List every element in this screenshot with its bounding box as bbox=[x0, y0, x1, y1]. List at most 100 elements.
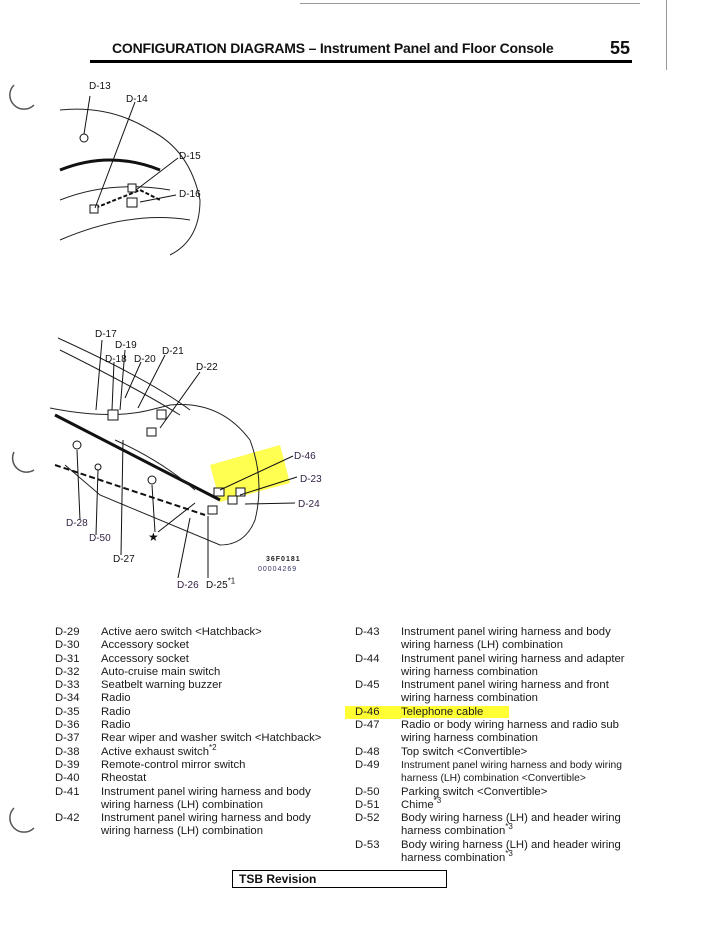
label-d25: D-25*1 bbox=[206, 576, 236, 591]
legend-code: D-31 bbox=[55, 652, 80, 665]
legend-text: Body wiring harness (LH) and header wiri… bbox=[401, 838, 621, 865]
legend-text: Remote-control mirror switch bbox=[101, 758, 246, 771]
header-rule bbox=[90, 60, 632, 63]
legend-item: D-48 Top switch <Convertible> bbox=[355, 746, 627, 759]
legend-code: D-48 bbox=[355, 745, 380, 758]
document-number: 00004269 bbox=[258, 566, 298, 573]
legend-text: Parking switch <Convertible> bbox=[401, 785, 548, 798]
label-d28: D-28 bbox=[66, 518, 88, 529]
legend-code: D-37 bbox=[55, 732, 80, 745]
legend-code: D-52 bbox=[355, 812, 380, 825]
legend-text: Accessory socket bbox=[101, 639, 189, 652]
legend-item: D-33 Seatbelt warning buzzer bbox=[55, 679, 330, 692]
legend-code: D-36 bbox=[55, 719, 80, 732]
legend-code: D-45 bbox=[355, 679, 380, 692]
legend-item: D-32 Auto-cruise main switch bbox=[55, 666, 330, 679]
legend-item: D-38 Active exhaust switch*2 bbox=[55, 742, 330, 759]
label-d23: D-23 bbox=[300, 474, 322, 485]
label-d18: D-18 bbox=[105, 354, 127, 365]
label-d50: D-50 bbox=[89, 533, 111, 544]
legend-item: D-44 Instrument panel wiring harness and … bbox=[355, 653, 627, 680]
label-d24: D-24 bbox=[298, 499, 320, 510]
legend-item: D-29 Active aero switch <Hatchback> bbox=[55, 626, 330, 639]
legend-item: D-37 Rear wiper and washer switch <Hatchb… bbox=[55, 732, 330, 745]
legend-text: Instrument panel wiring harness and adap… bbox=[401, 652, 625, 678]
label-d26: D-26 bbox=[177, 580, 199, 591]
legend-code: D-38 bbox=[55, 745, 80, 758]
legend-text: Top switch <Convertible> bbox=[401, 745, 528, 758]
legend-text: Instrument panel wiring harness and body… bbox=[101, 812, 311, 838]
label-d27: D-27 bbox=[113, 554, 135, 565]
legend-text: Rheostat bbox=[101, 772, 147, 785]
legend-item: D-45 Instrument panel wiring harness and … bbox=[355, 679, 627, 706]
legend-text: Chime*3 bbox=[401, 796, 442, 811]
scan-top-edge bbox=[300, 3, 640, 4]
scan-right-edge bbox=[666, 0, 667, 70]
legend-code: D-46 bbox=[345, 705, 401, 720]
legend-item: D-51 Chime*3 bbox=[355, 796, 627, 812]
legend-code: D-44 bbox=[355, 652, 380, 665]
legend-code: D-50 bbox=[355, 785, 380, 798]
legend-code: D-35 bbox=[55, 705, 80, 718]
legend-item: D-39 Remote-control mirror switch bbox=[55, 759, 330, 772]
legend-code: D-34 bbox=[55, 692, 80, 705]
legend-item: D-35 Radio bbox=[55, 706, 330, 719]
legend-text: Accessory socket bbox=[101, 652, 189, 665]
label-d46: D-46 bbox=[294, 451, 316, 462]
legend-text-wrap: Telephone cable bbox=[401, 705, 627, 719]
legend-item: D-36 Radio bbox=[55, 719, 330, 732]
legend-code: D-51 bbox=[355, 798, 380, 811]
legend-text: Instrument panel wiring harness and body… bbox=[401, 759, 622, 785]
label-d22: D-22 bbox=[196, 362, 218, 373]
legend-text: Auto-cruise main switch bbox=[101, 665, 221, 678]
legend-code: D-30 bbox=[55, 639, 80, 652]
label-d17: D-17 bbox=[95, 329, 117, 340]
legend-code: D-42 bbox=[55, 812, 80, 825]
legend-item: D-42 Instrument panel wiring harness and … bbox=[55, 812, 330, 839]
legend-text: Radio or body wiring harness and radio s… bbox=[401, 719, 619, 745]
legend-item: D-34 Radio bbox=[55, 692, 330, 705]
legend-item: D-50 Parking switch <Convertible> bbox=[355, 786, 627, 799]
legend-item: D-31 Accessory socket bbox=[55, 653, 330, 666]
legend-code: D-39 bbox=[55, 758, 80, 771]
legend-text: Rear wiper and washer switch <Hatchback> bbox=[101, 732, 322, 745]
legend-code: D-40 bbox=[55, 772, 80, 785]
legend-text: Seatbelt warning buzzer bbox=[101, 679, 223, 692]
tsb-revision-box: TSB Revision bbox=[232, 870, 447, 888]
legend-text: Radio bbox=[101, 705, 131, 718]
label-d20: D-20 bbox=[134, 354, 156, 365]
legend-item: D-40 Rheostat bbox=[55, 772, 330, 785]
legend-text: Radio bbox=[101, 719, 131, 732]
star-icon: ★ bbox=[148, 530, 159, 544]
legend-code: D-32 bbox=[55, 665, 80, 678]
legend-code: D-33 bbox=[55, 679, 80, 692]
diagram-upper-illustration bbox=[59, 95, 201, 256]
figure-code: 36F0181 bbox=[266, 556, 301, 563]
legend-code: D-41 bbox=[55, 785, 80, 798]
label-d16: D-16 bbox=[179, 189, 201, 200]
legend-code: D-53 bbox=[355, 838, 380, 851]
legend-item: D-49 Instrument panel wiring harness and … bbox=[355, 759, 627, 786]
legend-item: D-53 Body wiring harness (LH) and header … bbox=[355, 839, 627, 866]
legend-text: Radio bbox=[101, 692, 131, 705]
binder-holes bbox=[9, 84, 35, 833]
legend-text: Instrument panel wiring harness and fron… bbox=[401, 679, 609, 705]
legend-text: Telephone cable bbox=[401, 705, 510, 718]
label-d13: D-13 bbox=[89, 81, 111, 92]
legend-code: D-49 bbox=[355, 758, 380, 771]
legend-item: D-47 Radio or body wiring harness and rad… bbox=[355, 719, 627, 746]
page-number: 55 bbox=[610, 38, 631, 58]
legend-code: D-47 bbox=[355, 719, 380, 732]
label-d19: D-19 bbox=[115, 340, 137, 351]
label-d15: D-15 bbox=[179, 151, 201, 162]
legend-item: D-30 Accessory socket bbox=[55, 639, 330, 652]
legend-code: D-29 bbox=[55, 626, 80, 638]
legend-text: Active aero switch <Hatchback> bbox=[101, 626, 262, 638]
label-d14: D-14 bbox=[126, 94, 148, 105]
legend-text: Active exhaust switch*2 bbox=[101, 742, 217, 758]
